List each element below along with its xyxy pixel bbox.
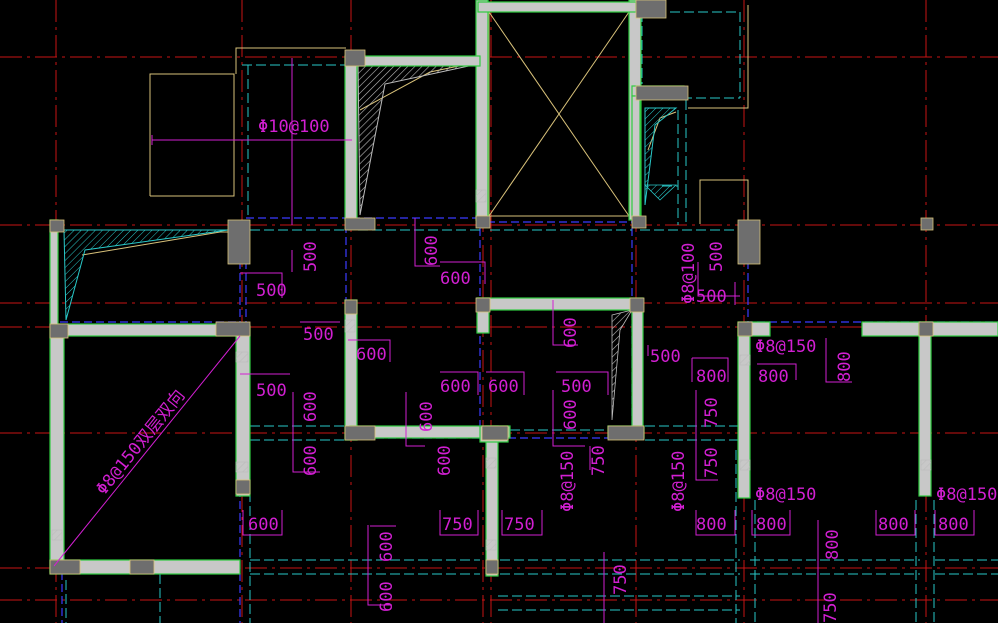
rebar-label-center-low-b: Φ8@150 bbox=[669, 451, 689, 512]
dim-label: 750 bbox=[504, 515, 535, 535]
dim-label: 800 bbox=[938, 515, 969, 535]
dim-label: 800 bbox=[758, 367, 789, 387]
dim-label: 750 bbox=[702, 447, 722, 478]
rebar-label-far-right-low: Φ8@150 bbox=[936, 485, 997, 505]
rebar-label-top-slab: Φ10@100 bbox=[258, 117, 330, 137]
dim-label: 750 bbox=[442, 515, 473, 535]
rebar-annotations: Φ10@100 Φ8@100 Φ8@150双层双向 Φ8@150 Φ8@150 … bbox=[92, 117, 997, 512]
dim-label: 500 bbox=[303, 325, 334, 345]
slab-edges bbox=[65, 11, 998, 623]
dim-label: 600 bbox=[440, 269, 471, 289]
dim-label: 600 bbox=[301, 445, 321, 476]
dim-label: 500 bbox=[707, 241, 727, 272]
dim-label: 500 bbox=[696, 287, 727, 307]
rebar-label-right-slab: Φ8@100 bbox=[679, 243, 699, 304]
dim-label: 750 bbox=[589, 445, 609, 476]
dim-label: 600 bbox=[422, 235, 442, 266]
dim-label: 800 bbox=[878, 515, 909, 535]
dim-label: 600 bbox=[248, 515, 279, 535]
dim-label: 600 bbox=[377, 581, 397, 612]
dim-label: 800 bbox=[823, 529, 843, 560]
dim-label: 800 bbox=[756, 515, 787, 535]
dimension-annotations: 500 600 600 500 500 500 500 600 500 600 … bbox=[248, 235, 969, 623]
dim-label: 600 bbox=[561, 399, 581, 430]
dim-label: 500 bbox=[650, 347, 681, 367]
rebar-label-mid-right-low: Φ8@150 bbox=[755, 485, 816, 505]
dim-label: 600 bbox=[561, 317, 581, 348]
dim-label: 800 bbox=[696, 515, 727, 535]
dim-label: 600 bbox=[440, 377, 471, 397]
dim-label: 600 bbox=[356, 345, 387, 365]
hatched-haunches bbox=[63, 63, 678, 421]
column-hatch-marks bbox=[51, 189, 932, 551]
walls bbox=[49, 0, 998, 577]
dim-label: 750 bbox=[702, 397, 722, 428]
rebar-label-room-diagonal: Φ8@150双层双向 bbox=[92, 386, 189, 499]
dim-label: 600 bbox=[377, 531, 397, 562]
dim-label: 600 bbox=[301, 391, 321, 422]
dim-label: 600 bbox=[488, 377, 519, 397]
dim-label: 500 bbox=[561, 377, 592, 397]
columns bbox=[49, 0, 934, 575]
dim-label: 500 bbox=[256, 381, 287, 401]
dim-label: 750 bbox=[611, 564, 631, 595]
annotation-leaders bbox=[53, 58, 975, 623]
dim-label: 800 bbox=[835, 351, 855, 382]
rebar-label-center-low-a: Φ8@150 bbox=[558, 451, 578, 512]
dim-label: 600 bbox=[435, 445, 455, 476]
dim-label: 600 bbox=[417, 401, 437, 432]
dim-label: 500 bbox=[256, 281, 287, 301]
rebar-label-mid-right: Φ8@150 bbox=[755, 337, 816, 357]
dim-label: 800 bbox=[696, 367, 727, 387]
dim-label: 500 bbox=[301, 241, 321, 272]
dim-label: 750 bbox=[821, 592, 841, 623]
